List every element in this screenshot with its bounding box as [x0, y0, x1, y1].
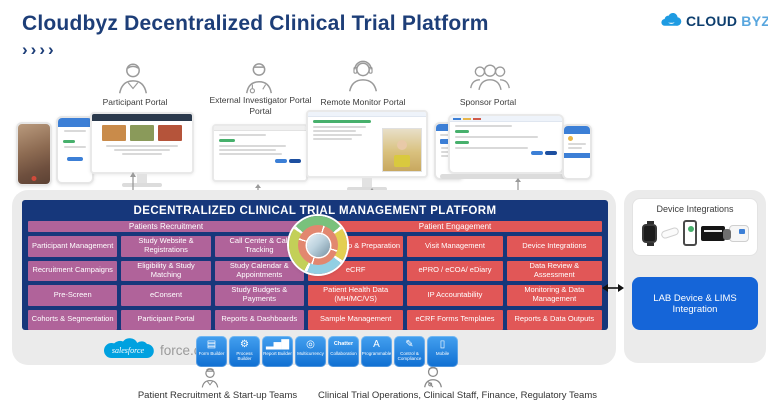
- platform-module: eConsent: [121, 285, 211, 306]
- portal-label-participant: Participant Portal: [102, 97, 168, 107]
- platform-module: Cohorts & Segmentation: [28, 309, 118, 330]
- platform-module: Study Budgets & Payments: [214, 285, 304, 306]
- sync-arrow: [602, 284, 624, 292]
- section-header-patients-recruitment: Patients Recruitment: [28, 221, 304, 232]
- recruitment-team-icon: [198, 366, 222, 395]
- chevrons-decoration: ››››: [22, 40, 57, 59]
- report-builder-icon: ▂▅▇Report Builder: [262, 336, 293, 367]
- lab-lims-integration-box: LAB Device & LIMS Integration: [632, 277, 758, 330]
- device-images-row: [633, 218, 757, 248]
- blood-pressure-monitor-image: [722, 224, 749, 242]
- platform-module: Visit Management: [407, 236, 503, 257]
- person-icon: [114, 60, 152, 103]
- ecg-tablet-image: [700, 225, 725, 241]
- multicurrency-icon: ◎Multicurrency: [295, 336, 326, 367]
- device-integrations-card: Device Integrations: [632, 198, 758, 256]
- patient-journey-wheel: [289, 216, 347, 274]
- health-app-phone-image: [682, 220, 697, 246]
- control-compliance-icon: ✎Control & Compliance: [394, 336, 425, 367]
- process-builder-icon: ⚙Process Builder: [229, 336, 260, 367]
- laptop-base: [440, 174, 572, 179]
- logo-text-secondary: BYZ: [741, 12, 768, 29]
- platform-module: Reports & Dashboards: [214, 309, 304, 330]
- platform-module: Recruitment Campaigns: [28, 260, 118, 281]
- platform-module: IP Accountability: [407, 285, 503, 306]
- sponsor-phone-image: [562, 124, 592, 180]
- wheel-center-photo: [306, 233, 330, 257]
- platform-module: Eligibility & Study Matching: [121, 260, 211, 281]
- platform-module: Pre-Screen: [28, 285, 118, 306]
- platform-module: Study Calendar & Appointments: [214, 260, 304, 281]
- headset-person-icon: [344, 58, 382, 101]
- cloud-icon: [660, 10, 682, 31]
- operations-team-icon: [420, 364, 446, 395]
- platform-module: Patient Health Data (MH/MC/VS): [308, 285, 404, 306]
- platform-module: Sample Management: [308, 309, 404, 330]
- video-call-window: [382, 128, 422, 172]
- section-header-patient-engagement: Patient Engagement: [308, 221, 602, 232]
- platform-module: Data Review & Assessment: [506, 260, 602, 281]
- participant-portal-monitor-image: [90, 112, 194, 174]
- platform-module: Reports & Data Outputs: [506, 309, 602, 330]
- svg-text:salesforce: salesforce: [112, 346, 145, 355]
- monitor-stand: [362, 178, 372, 187]
- platform-module: Study Website & Registrations: [121, 236, 211, 257]
- doctor-icon: [242, 60, 276, 101]
- form-builder-icon: ▤Form Builder: [196, 336, 227, 367]
- platform-module: eCRF Forms Templates: [407, 309, 503, 330]
- people-group-icon: [468, 60, 512, 101]
- platform-title: DECENTRALIZED CLINICAL TRIAL MANAGEMENT …: [133, 205, 497, 217]
- platform-module: Participant Management: [28, 236, 118, 257]
- monitor-stand-base: [347, 187, 387, 191]
- wheel-inner-ring: [298, 225, 338, 265]
- platform-module: Participant Portal: [121, 309, 211, 330]
- team-caption-recruitment: Patient Recruitment & Start-up Teams: [137, 390, 298, 401]
- external-investigator-screen-image: [212, 124, 308, 182]
- remote-monitor-screen-image: [306, 110, 428, 178]
- mobile-icon: ▯Mobile: [427, 336, 458, 367]
- platform-module: Device Integrations: [506, 236, 602, 257]
- thermometer-image: [659, 226, 680, 240]
- logo-text-primary: CLOUD: [686, 12, 738, 29]
- device-integrations-panel: Device Integrations LAB Device & LIMS In…: [624, 190, 766, 363]
- page-title: Cloudbyz Decentralized Clinical Trial Pl…: [22, 12, 489, 35]
- portal-label-external-investigator: External Investigator Portal Portal: [209, 95, 312, 116]
- smartwatch-image: [641, 220, 657, 246]
- participant-video-phone-image: [16, 122, 52, 186]
- portal-label-remote-monitor: Remote Monitor Portal: [320, 97, 406, 107]
- platform-module: Monitoring & Data Management: [506, 285, 602, 306]
- portal-label-sponsor: Sponsor Portal: [459, 97, 517, 107]
- platform-module: ePRO / eCOA/ eDiary: [407, 260, 503, 281]
- monitor-stand: [137, 174, 147, 183]
- monitor-stand-base: [122, 183, 162, 187]
- team-caption-operations: Clinical Trial Operations, Clinical Staf…: [318, 390, 597, 401]
- device-integrations-title: Device Integrations: [656, 204, 734, 214]
- salesforce-tiles: ▤Form Builder⚙Process Builder▂▅▇Report B…: [196, 336, 458, 367]
- platform-module: Call Center & Call Tracking: [214, 236, 304, 257]
- sponsor-laptop-image: [448, 114, 564, 174]
- participant-app-phone-image: [56, 116, 94, 184]
- salesforce-logo: salesforce: [103, 338, 154, 358]
